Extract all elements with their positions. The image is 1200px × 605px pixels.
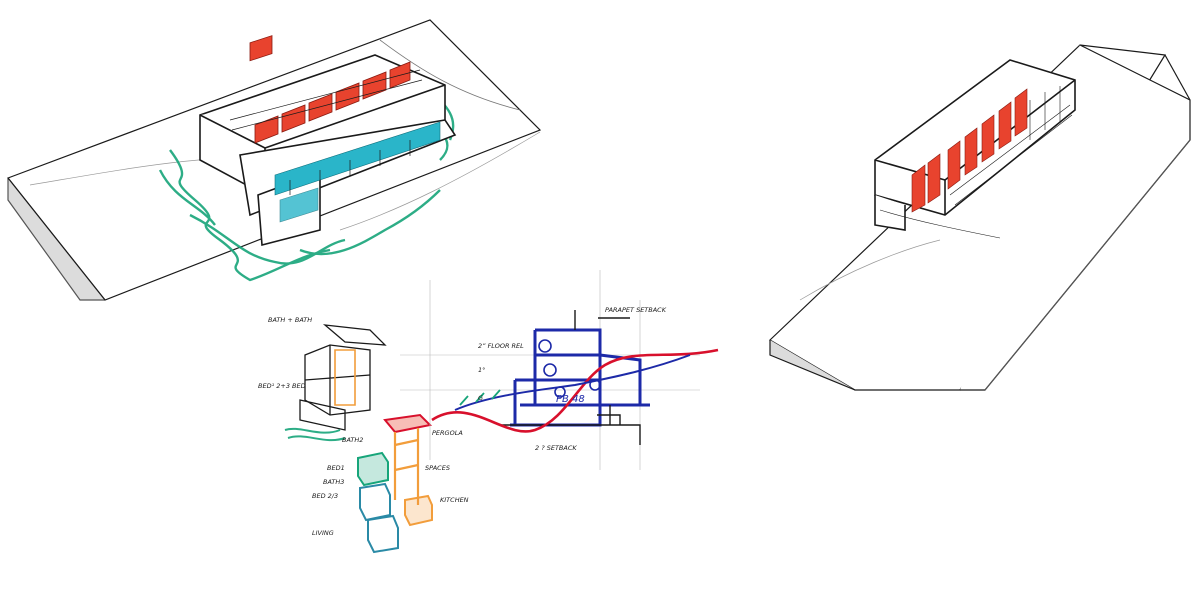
- lower-boxes: [359, 482, 399, 554]
- bed1-box: [357, 451, 389, 487]
- label-bath-3: BATH3: [323, 478, 344, 486]
- left-axonometric-sketch: [7, 19, 542, 301]
- label-bed-level: BED¹ 2+3 BED: [258, 382, 306, 390]
- left-structure-lines: [229, 69, 423, 195]
- right-structure-lines: [879, 86, 1073, 239]
- label-bed-2-3: BED 2/3: [312, 492, 338, 500]
- stacked-axo-grass: [284, 427, 346, 442]
- label-floor-1: 1°: [478, 366, 485, 374]
- label-bed-1: BED1: [327, 464, 345, 472]
- section-markers: [538, 339, 601, 398]
- section-diagram: [400, 270, 719, 470]
- right-axonometric-sketch: [769, 44, 1191, 391]
- section-terrain-line: [454, 354, 691, 411]
- stair-column: [393, 428, 420, 505]
- label-living: LIVING: [312, 529, 334, 537]
- section-ground-line: [431, 348, 719, 433]
- handwritten-labels: BATH + BATH BED¹ 2+3 BED BATH2 PERGOLA B…: [258, 306, 667, 537]
- label-kitchen: KITCHEN: [440, 496, 469, 504]
- left-roof-red: [249, 35, 411, 144]
- right-fins-red: [911, 88, 1028, 213]
- section-blue-structure: [510, 328, 650, 427]
- label-floor-2: 2” FLOOR REL: [478, 342, 524, 350]
- section-grid: [400, 270, 700, 470]
- section-green-ticks: [459, 389, 501, 406]
- label-spaces: SPACES: [425, 464, 450, 472]
- label-parapet: PARAPET SETBACK: [605, 306, 667, 314]
- program-stack-diagram: [357, 413, 433, 554]
- label-unit-stack: BATH + BATH: [268, 316, 312, 324]
- kitchen-box: [404, 494, 433, 527]
- label-pergola: PERGOLA: [432, 429, 463, 437]
- label-rl: PB 48: [556, 394, 585, 405]
- right-terrain: [769, 44, 1191, 391]
- label-bath-2: BATH2: [342, 436, 363, 444]
- label-setback: 2 ? SETBACK: [535, 444, 577, 452]
- stacked-axo-highlight: [334, 349, 356, 406]
- pergola-box: [383, 413, 433, 434]
- stacked-axo-diagram: [284, 324, 387, 442]
- label-ground: G: [478, 394, 483, 402]
- left-glazing-cyan: [274, 121, 441, 223]
